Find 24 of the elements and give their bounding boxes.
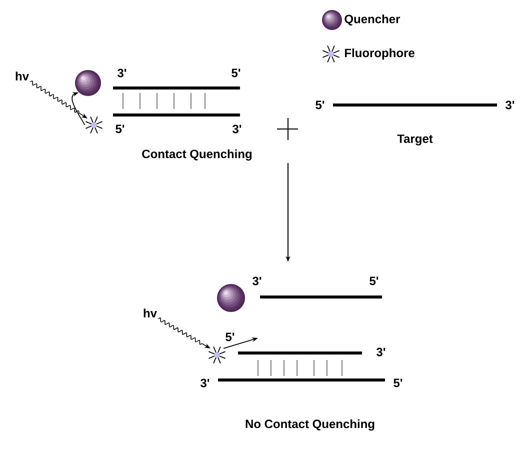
strand-end-label: 5': [226, 332, 234, 342]
photon-label: hv: [144, 308, 157, 318]
caption: No Contact Quenching: [246, 419, 374, 431]
strand-end-label: 3': [376, 348, 386, 356]
curved-arrow: [72, 92, 86, 126]
strand-end-label: 3': [506, 100, 514, 110]
legend-label: Fluorophore: [345, 48, 414, 60]
strand-label: Target: [397, 134, 433, 146]
fluorophore-star: [208, 346, 226, 364]
strand-end-label: 5': [316, 100, 324, 110]
strand-end-label: 3': [118, 68, 126, 78]
strand-end-label: 5': [116, 124, 124, 134]
fluorophore-star: [85, 116, 103, 134]
quencher-sphere: [217, 284, 245, 312]
legend-label: Quencher: [344, 14, 400, 26]
strand-end-label: 5': [394, 378, 402, 388]
quencher-sphere: [75, 70, 101, 96]
strand-end-label: 5': [370, 276, 378, 286]
strand-end-label: 3': [232, 124, 242, 134]
strand-end-label: 3': [252, 276, 262, 286]
strand-end-label: 5': [232, 68, 240, 78]
photon-label: hv: [16, 72, 29, 80]
caption: Contact Quenching: [142, 149, 252, 161]
strand-end-label: 3': [200, 378, 210, 388]
